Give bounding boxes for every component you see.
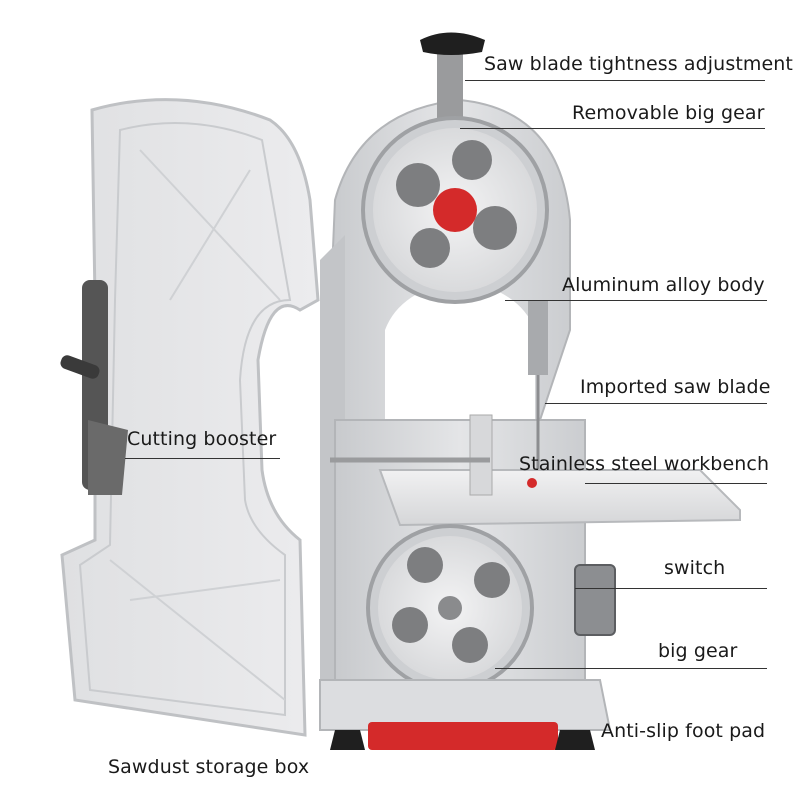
label-cutting-booster: Cutting booster (127, 428, 277, 450)
tightness-knob (420, 32, 485, 120)
foot-pad-left (330, 730, 365, 750)
label-saw-blade: Imported saw blade (580, 376, 771, 398)
label-workbench: Stainless steel workbench (519, 453, 770, 475)
label-switch: switch (664, 557, 726, 579)
leader-line (585, 483, 767, 484)
leader-line (460, 128, 765, 129)
red-hub-cap (433, 188, 477, 232)
label-aluminum-body: Aluminum alloy body (562, 274, 765, 296)
leader-line (495, 668, 767, 669)
upper-gear (361, 116, 549, 304)
label-foot-pad: Anti-slip foot pad (601, 720, 766, 742)
leader-line (125, 458, 280, 459)
lower-gear (366, 524, 534, 692)
leader-line (465, 80, 765, 81)
foot-pad-right (555, 730, 595, 750)
open-door (60, 98, 320, 737)
label-big-gear: big gear (658, 640, 738, 662)
base (319, 679, 612, 750)
label-tightness: Saw blade tightness adjustment (484, 53, 793, 75)
leader-line (575, 588, 767, 589)
leader-line (505, 300, 767, 301)
label-removable-gear: Removable big gear (572, 102, 765, 124)
sawdust-box (368, 722, 558, 750)
leader-line (545, 403, 767, 404)
label-sawdust-box: Sawdust storage box (108, 756, 310, 778)
switch-box (574, 564, 616, 636)
